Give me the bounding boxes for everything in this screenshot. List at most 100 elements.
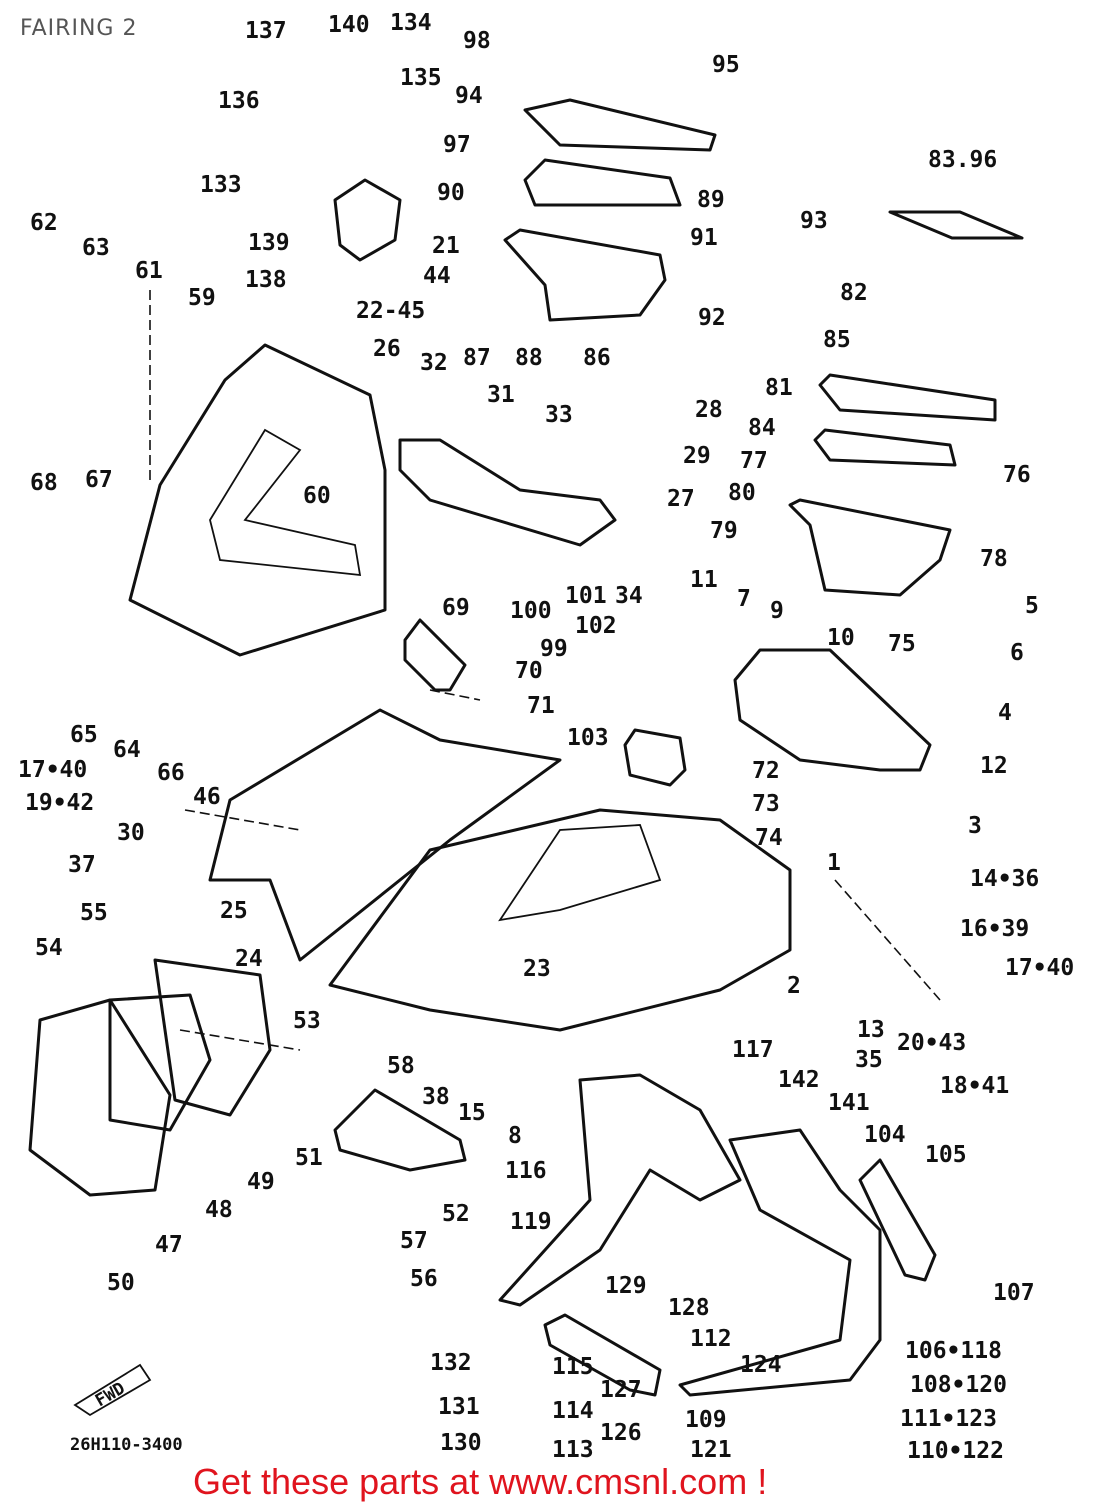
windshield-inner-frame <box>209 428 362 577</box>
part-number-label: 34 <box>615 583 643 609</box>
part-number-label: 137 <box>245 18 287 44</box>
part-number-label: 109 <box>685 1407 727 1433</box>
part-number-label: 53 <box>293 1008 321 1034</box>
part-number-label: 30 <box>117 820 145 846</box>
part-number-label: 86 <box>583 345 611 371</box>
part-number-label: 66 <box>157 760 185 786</box>
part-number-label: 142 <box>778 1067 820 1093</box>
part-number-label: 74 <box>755 825 783 851</box>
part-number-label: 91 <box>690 225 718 251</box>
fairing-side-panel <box>208 708 562 962</box>
part-number-label: 72 <box>752 758 780 784</box>
part-number-label: 94 <box>455 83 483 109</box>
headlight-bezel <box>28 998 172 1197</box>
glovebox-right <box>788 498 952 597</box>
part-number-label: 48 <box>205 1197 233 1223</box>
part-number-label: 115 <box>552 1354 594 1380</box>
part-number-label: 126 <box>600 1420 642 1446</box>
part-number-label: 3 <box>968 813 982 839</box>
reservoir <box>333 178 402 262</box>
part-number-label: 13 <box>857 1017 885 1043</box>
part-number-label: 56 <box>410 1266 438 1292</box>
part-number-label: 33 <box>545 402 573 428</box>
footer-link[interactable]: Get these parts at www.cmsnl.com ! <box>193 1461 768 1502</box>
part-number-label: 46 <box>193 784 221 810</box>
part-number-label: 132 <box>430 1350 472 1376</box>
part-number-label: 93 <box>800 208 828 234</box>
part-number-label: 15 <box>458 1100 486 1126</box>
part-number-label: 32 <box>420 350 448 376</box>
part-number-label: 11 <box>690 567 718 593</box>
decal-plate <box>888 210 1024 240</box>
headlight-housing <box>153 958 272 1117</box>
part-number-label: 140 <box>328 12 370 38</box>
part-number-label: 23 <box>523 956 551 982</box>
part-number-label: 2 <box>787 973 801 999</box>
part-number-label: 106•118 <box>905 1338 1002 1364</box>
part-number-label: 136 <box>218 88 260 114</box>
part-number-label: 14•36 <box>970 866 1039 892</box>
part-number-label: 89 <box>697 187 725 213</box>
part-number-label: 27 <box>667 486 695 512</box>
part-number-label: 98 <box>463 28 491 54</box>
part-number-label: 35 <box>855 1047 883 1073</box>
part-number-label: 17•40 <box>1005 955 1074 981</box>
part-number-label: 67 <box>85 467 113 493</box>
part-number-label: 17•40 <box>18 757 87 783</box>
part-number-label: 70 <box>515 658 543 684</box>
part-number-label: 29 <box>683 443 711 469</box>
part-number-label: 26 <box>373 336 401 362</box>
part-number-label: 133 <box>200 172 242 198</box>
part-number-label: 108•120 <box>910 1372 1007 1398</box>
part-number-label: 141 <box>828 1090 870 1116</box>
diagram-code: 26H110-3400 <box>70 1435 183 1455</box>
part-number-label: 6 <box>1010 640 1024 666</box>
part-number-label: 21 <box>432 233 460 259</box>
part-number-label: 65 <box>70 722 98 748</box>
part-number-label: 7 <box>737 586 751 612</box>
part-number-label: 31 <box>487 382 515 408</box>
part-number-label: 71 <box>527 693 555 719</box>
part-number-label: 97 <box>443 132 471 158</box>
glovebox-lid-left <box>523 98 717 152</box>
part-number-label: 37 <box>68 852 96 878</box>
part-number-label: 83.96 <box>928 147 997 173</box>
part-number-label: 82 <box>840 280 868 306</box>
part-number-label: 38 <box>422 1084 450 1110</box>
part-number-label: 16•39 <box>960 916 1029 942</box>
part-number-label: 129 <box>605 1273 647 1299</box>
grille <box>858 1158 937 1282</box>
part-number-label: 55 <box>80 900 108 926</box>
part-number-label: 138 <box>245 267 287 293</box>
part-number-label: 8 <box>508 1123 522 1149</box>
part-number-label: 110•122 <box>907 1438 1004 1464</box>
part-number-label: 99 <box>540 636 568 662</box>
part-number-label: 101 <box>565 583 607 609</box>
part-number-label: 58 <box>387 1053 415 1079</box>
part-number-label: 1 <box>827 850 841 876</box>
stay-center <box>398 438 617 547</box>
part-number-label: 68 <box>30 470 58 496</box>
mirror-left <box>403 618 467 692</box>
part-number-label: 59 <box>188 285 216 311</box>
part-number-label: 128 <box>668 1295 710 1321</box>
part-number-label: 92 <box>698 305 726 331</box>
part-number-label: 18•41 <box>940 1073 1009 1099</box>
part-number-label: 10 <box>827 625 855 651</box>
part-number-label: 127 <box>600 1377 642 1403</box>
part-number-label: 64 <box>113 737 141 763</box>
part-number-label: 79 <box>710 518 738 544</box>
part-number-label: 134 <box>390 10 432 36</box>
part-number-label: 76 <box>1003 462 1031 488</box>
part-number-label: 112 <box>690 1326 732 1352</box>
part-number-label: 63 <box>82 235 110 261</box>
part-number-label: 12 <box>980 753 1008 779</box>
part-number-label: 139 <box>248 230 290 256</box>
part-number-label: 117 <box>732 1037 774 1063</box>
part-number-label: 77 <box>740 448 768 474</box>
part-number-label: 114 <box>552 1398 594 1424</box>
part-number-label: 80 <box>728 480 756 506</box>
part-number-label: 61 <box>135 258 163 284</box>
part-number-label: 73 <box>752 791 780 817</box>
